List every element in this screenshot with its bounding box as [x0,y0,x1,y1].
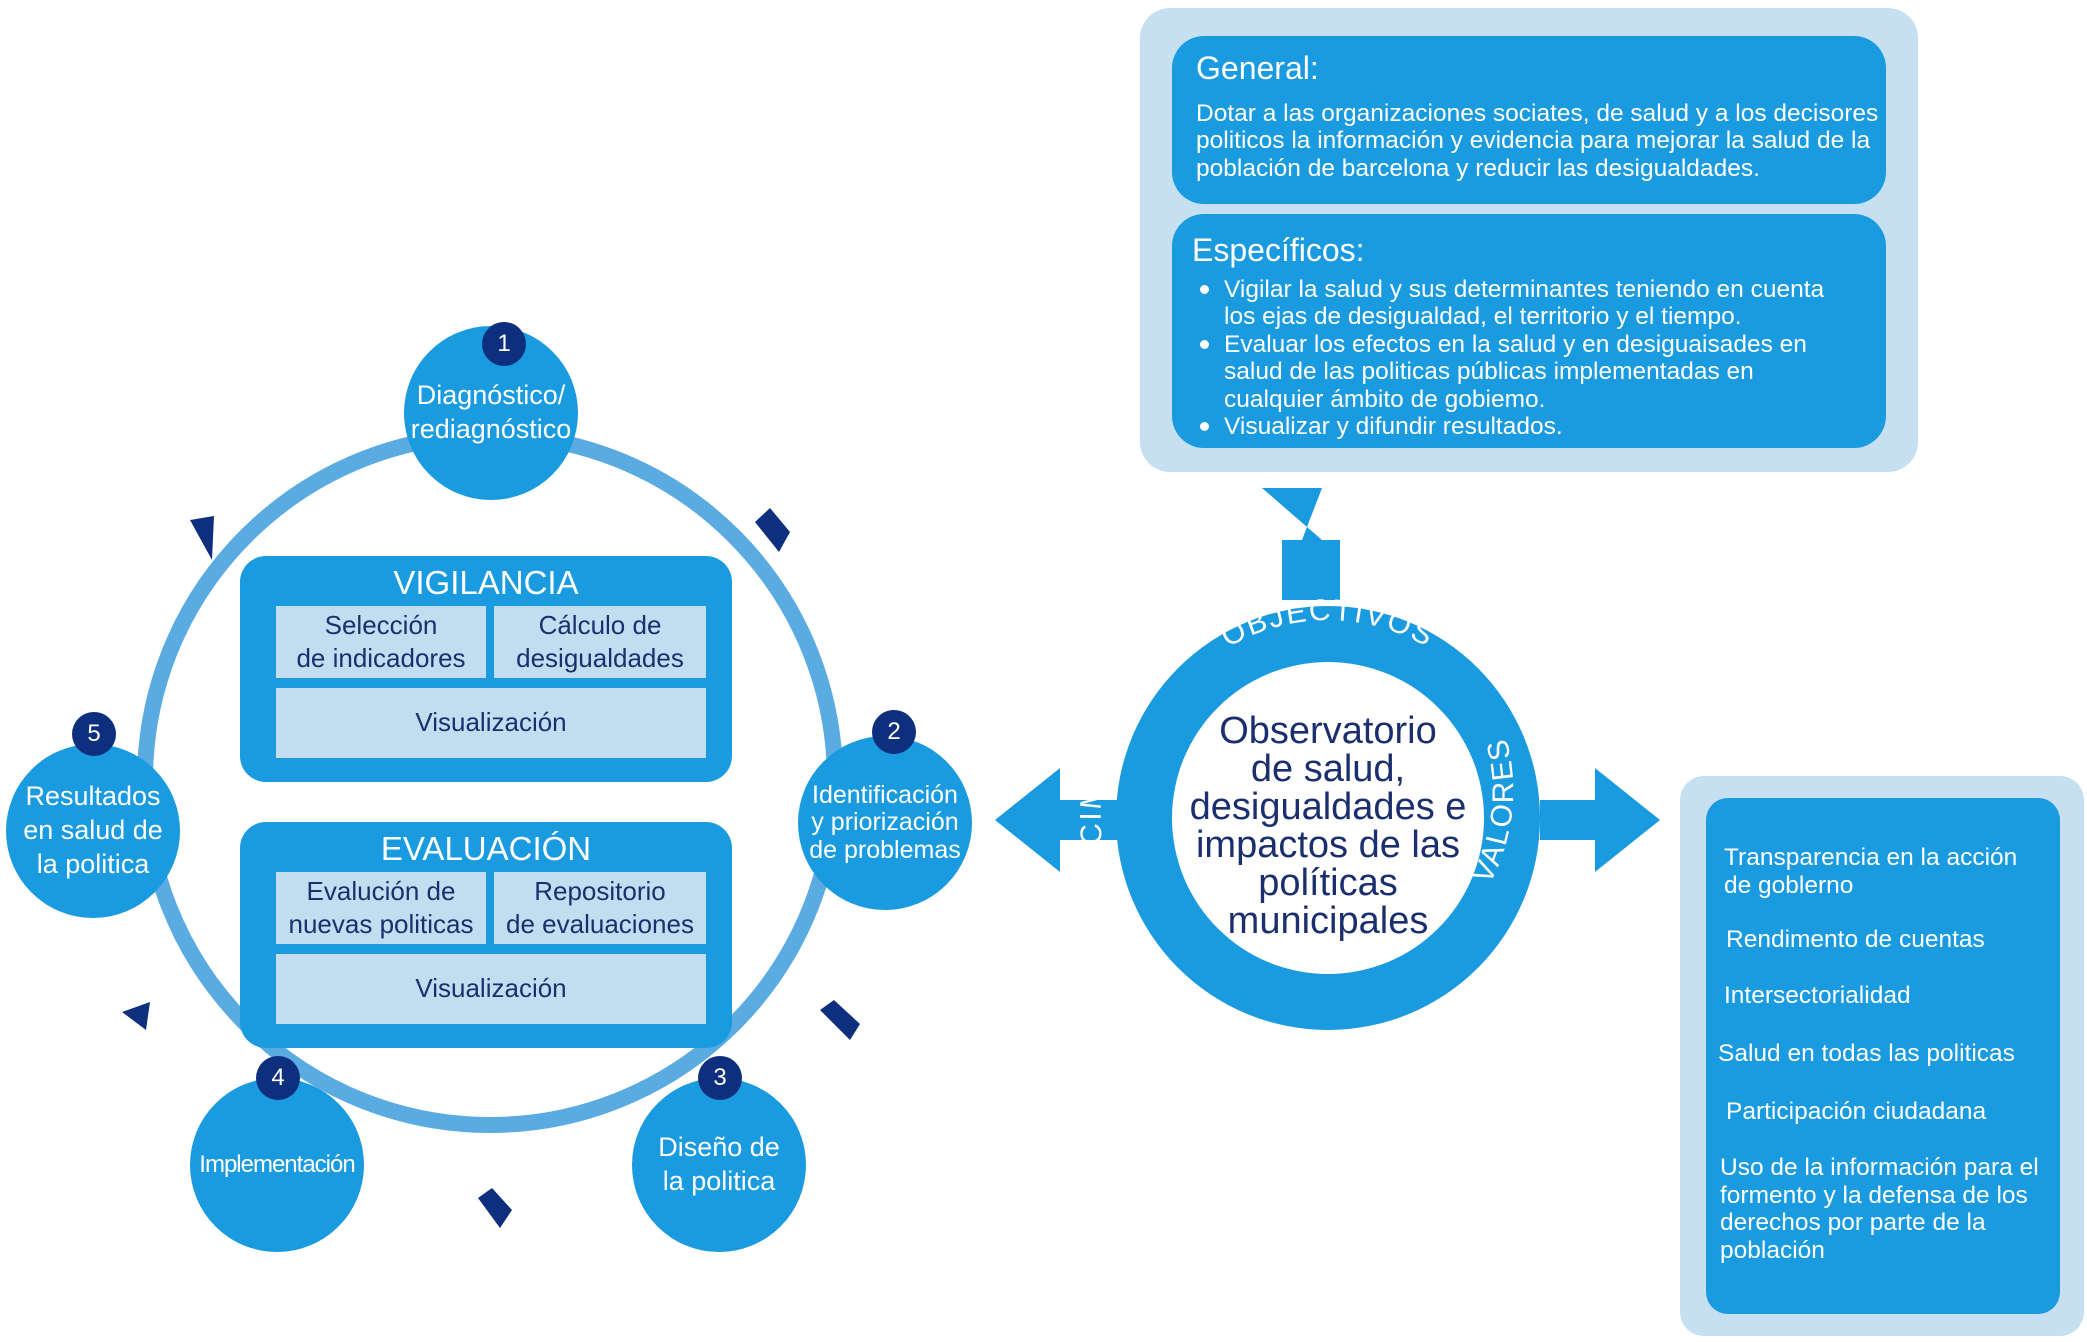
values-box: Transparencia en la acción de goblerno R… [1706,798,2060,1314]
step-implementacion: Implementación [190,1078,364,1252]
center-disc [1172,662,1484,974]
evaluacion-cell-repositorio: Repositorio de evaluaciones [494,872,706,944]
specific-objectives-box: Específicos: Vigilar la salud y sus dete… [1172,214,1886,448]
value-item: Rendimento de cuentas [1726,926,1985,953]
vigilancia-title: VIGILANCIA [393,564,579,601]
chevron-icon [820,1000,860,1040]
step-identificacion: Identificación y priorización de problem… [798,736,972,910]
observatorio-title: Observatorio de salud, desigualdades e i… [1189,710,1467,942]
objectives-panel: General: Dotar a las organizaciones soci… [1140,8,1918,472]
arrow-left-icon [995,768,1120,872]
specific-item: Evaluar los efectos en la salud y en des… [1192,331,1872,413]
evaluacion-cell-nuevas-politicas: Evalución de nuevas politicas [276,872,486,944]
center-arrows [995,488,1660,872]
general-heading: General: [1196,50,1319,86]
chevron-icon [190,516,214,560]
specific-item: Visualizar y difundir resultados. [1192,413,1872,440]
value-item: Uso de la información para el formento y… [1720,1154,2039,1265]
value-item: Salud en todas las politicas [1718,1040,2015,1067]
specific-list: Vigilar la salud y sus determinantes ten… [1192,276,1872,441]
specific-item: Vigilar la salud y sus determinantes ten… [1192,276,1872,331]
chevron-icon [478,1188,512,1228]
evaluacion-cell-visualizacion: Visualización [276,954,706,1024]
chevron-icon [755,508,790,552]
step-label: Diseño de la politica [658,1132,780,1196]
step-label: Implementación [199,1151,355,1178]
general-text: Dotar a las organizaciones sociates, de … [1196,100,1879,182]
vigilancia-panel: VIGILANCIA Selección de indicadores Cálc… [240,556,732,782]
value-item: Transparencia en la acción de goblerno [1724,844,2018,899]
step-number-badge: 2 [872,710,916,754]
step-number-badge: 4 [256,1056,300,1100]
value-item: Intersectorialidad [1724,982,1911,1009]
vigilancia-cell-desigualdades: Cálculo de desigualdades [494,606,706,678]
chevron-icon [122,1002,150,1030]
evaluacion-panel: EVALUACIÓN Evalución de nuevas politicas… [240,822,732,1048]
vigilancia-cell-visualizacion: Visualización [276,688,706,758]
step-label: Diagnóstico/ rediagnóstico [410,380,572,444]
step-number-badge: 1 [482,322,526,366]
step-label: Resultados en salud de la politica [23,781,163,879]
step-resultados: Resultados en salud de la politica [6,744,180,918]
vigilancia-cell-indicadores: Selección de indicadores [276,606,486,678]
step-diseno: Diseño de la politica [632,1078,806,1252]
evaluacion-title: EVALUACIÓN [380,830,592,867]
general-objective-box: General: Dotar a las organizaciones soci… [1172,36,1886,204]
arrow-up-icon [1262,488,1340,600]
arrow-right-icon [1540,768,1660,872]
cycle-chevrons [122,508,860,1228]
step-number-badge: 3 [698,1056,742,1100]
step-number-badge: 5 [72,712,116,756]
values-panel: Transparencia en la acción de goblerno R… [1680,776,2084,1336]
value-item: Participación ciudadana [1726,1098,1987,1125]
step-diagnostico: Diagnóstico/ rediagnóstico [404,326,578,500]
step-label: Identificación y priorización de problem… [809,780,961,864]
specific-heading: Específicos: [1192,232,1365,268]
